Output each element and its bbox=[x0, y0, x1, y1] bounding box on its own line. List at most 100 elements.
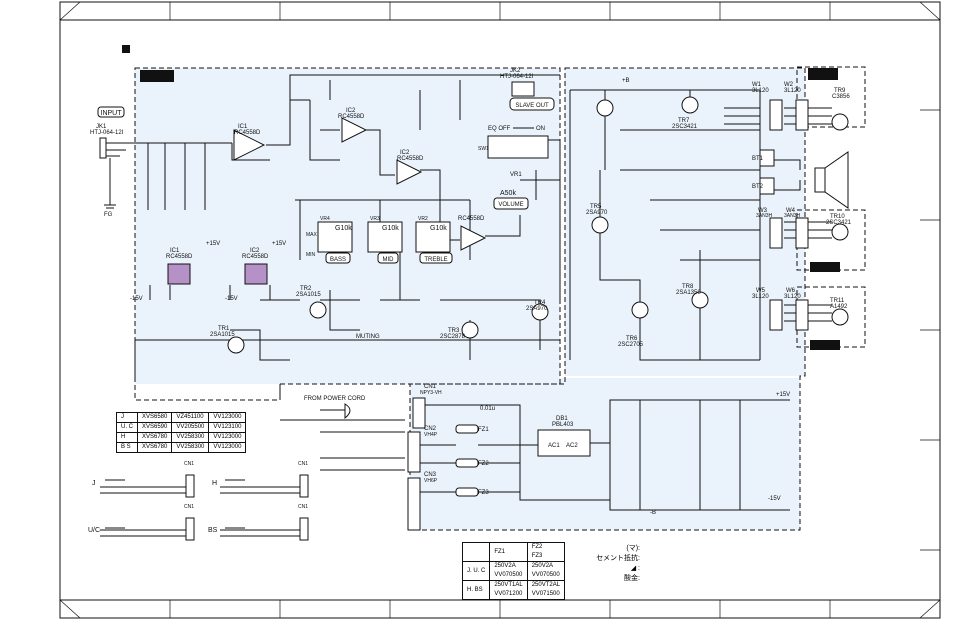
svg-text:FROM POWER CORD: FROM POWER CORD bbox=[304, 396, 366, 402]
svg-text:G10k: G10k bbox=[335, 225, 352, 232]
svg-text:IC2: IC2 bbox=[400, 150, 410, 156]
svg-text:ON: ON bbox=[536, 126, 545, 132]
svg-text:+15V: +15V bbox=[776, 392, 790, 398]
svg-text:A1492: A1492 bbox=[830, 304, 848, 310]
mid-label: MID bbox=[383, 257, 395, 263]
opamp-ic2a: IC2 RC4558D bbox=[338, 108, 368, 143]
svg-text:TR6: TR6 bbox=[626, 336, 638, 342]
input-jack-symbol bbox=[99, 137, 107, 159]
svg-text:2SC2705: 2SC2705 bbox=[618, 342, 644, 348]
svg-text:PBL403: PBL403 bbox=[552, 422, 574, 428]
svg-text:RC4558D: RC4558D bbox=[458, 216, 485, 222]
svg-text:VH4P: VH4P bbox=[424, 432, 438, 438]
svg-text:TR7: TR7 bbox=[678, 118, 690, 124]
opamp-ic1: IC1 RC4558D bbox=[233, 124, 266, 161]
svg-text:+15V: +15V bbox=[272, 241, 286, 247]
svg-text:BT2: BT2 bbox=[752, 184, 764, 190]
eq-switch: EQ OFF ON SW1 bbox=[478, 126, 549, 159]
svg-text:TR9: TR9 bbox=[834, 88, 846, 94]
svg-text:3AN3H: 3AN3H bbox=[756, 213, 773, 219]
svg-text:CN1: CN1 bbox=[184, 461, 194, 467]
svg-text:EQ OFF: EQ OFF bbox=[488, 126, 511, 132]
svg-text:TR2: TR2 bbox=[300, 286, 312, 292]
svg-text:RC4558D: RC4558D bbox=[166, 254, 193, 260]
speaker-icon bbox=[814, 151, 849, 209]
svg-text:FZ3: FZ3 bbox=[478, 490, 489, 496]
opamp-ic3: RC4558D bbox=[458, 216, 487, 251]
svg-text:W5: W5 bbox=[756, 288, 766, 294]
svg-text:TR10: TR10 bbox=[830, 214, 845, 220]
svg-text:3L120: 3L120 bbox=[784, 88, 801, 94]
svg-text:HTJ-064-12I: HTJ-064-12I bbox=[500, 74, 534, 80]
power-supply: FROM POWER CORD CN1 NPY3-VH CN2 VH4P CN3… bbox=[304, 78, 790, 531]
svg-text:+15V: +15V bbox=[206, 241, 220, 247]
svg-text:IC1: IC1 bbox=[170, 248, 180, 254]
svg-text:IC2: IC2 bbox=[250, 248, 260, 254]
svg-text:RC4558D: RC4558D bbox=[338, 114, 365, 120]
board-label-block bbox=[140, 70, 174, 82]
svg-text:W2: W2 bbox=[784, 82, 794, 88]
table-row: H. BS 250VT1AL VV071200 250VT2AL VV07150… bbox=[461, 580, 566, 600]
tone-controls: VR4 VR3 VR2 G10k G10k G10k BASS MID TREB… bbox=[306, 216, 453, 264]
svg-text:RC4558D: RC4558D bbox=[397, 156, 424, 162]
svg-text:J: J bbox=[92, 480, 96, 487]
power-wiring bbox=[279, 384, 790, 511]
jk1-label: JK1 bbox=[96, 124, 107, 130]
svg-text:2SA970: 2SA970 bbox=[586, 210, 608, 216]
svg-text:TR3: TR3 bbox=[448, 328, 460, 334]
svg-text:VR3: VR3 bbox=[370, 216, 380, 222]
opamp-ic2b: IC2 RC4558D bbox=[396, 150, 424, 185]
svg-text:3AN3H: 3AN3H bbox=[784, 213, 801, 219]
svg-text:3L120: 3L120 bbox=[752, 294, 769, 300]
svg-text:+B: +B bbox=[622, 78, 630, 84]
input-label-box bbox=[97, 106, 125, 118]
svg-text:G10k: G10k bbox=[382, 225, 399, 232]
svg-text:IC1: IC1 bbox=[238, 124, 248, 130]
table-row: FZ1 FZ2 FZ3 bbox=[461, 542, 566, 562]
svg-text:FG: FG bbox=[104, 212, 113, 218]
svg-text:CN1: CN1 bbox=[424, 384, 437, 390]
svg-text:W1: W1 bbox=[752, 82, 762, 88]
svg-text:A50k: A50k bbox=[500, 190, 516, 197]
svg-text:2SC3421: 2SC3421 bbox=[826, 220, 852, 226]
svg-text:VH6P: VH6P bbox=[424, 478, 438, 484]
svg-text:G10k: G10k bbox=[430, 225, 447, 232]
svg-text:3L120: 3L120 bbox=[784, 294, 801, 300]
svg-text:FZ2: FZ2 bbox=[478, 461, 489, 467]
svg-text:2SA1358: 2SA1358 bbox=[676, 290, 701, 296]
table-row: U. C XVS6590 VV205500 VV123100 bbox=[116, 422, 247, 433]
table-row: H XVS6780 VV258300 VV123000 bbox=[116, 432, 247, 443]
svg-text:W6: W6 bbox=[786, 288, 796, 294]
svg-text:-B: -B bbox=[650, 510, 656, 516]
table-row: B S XVS6780 VV258300 VV123000 bbox=[116, 442, 247, 453]
svg-text:CN3: CN3 bbox=[424, 472, 437, 478]
ic1-power-block: IC1 RC4558D bbox=[166, 248, 193, 285]
svg-text:CN1: CN1 bbox=[298, 461, 308, 467]
frame-ticks bbox=[59, 1, 941, 619]
svg-text:IC2: IC2 bbox=[346, 108, 356, 114]
svg-text:JK2: JK2 bbox=[510, 68, 521, 74]
svg-text:-15V: -15V bbox=[225, 296, 238, 302]
svg-text:W4: W4 bbox=[786, 208, 796, 214]
table-row: J. U. C 250V2A VV070500 250V2A VV070500 bbox=[461, 561, 566, 581]
svg-text:VOLUME: VOLUME bbox=[498, 202, 523, 208]
svg-text:TR4: TR4 bbox=[534, 300, 546, 306]
preamp-wiring bbox=[126, 74, 561, 380]
muting-label: MUTING bbox=[356, 334, 380, 340]
svg-text:TR5: TR5 bbox=[590, 204, 602, 210]
svg-text:BS: BS bbox=[208, 527, 218, 534]
svg-text:VR4: VR4 bbox=[320, 216, 330, 222]
svg-text:2SA1015: 2SA1015 bbox=[296, 292, 321, 298]
svg-text:CN1: CN1 bbox=[298, 504, 308, 510]
output-connectors: W1 3L120 W2 3L120 W3 3AN3H W4 3AN3H W5 3… bbox=[752, 82, 809, 331]
svg-text:CN1: CN1 bbox=[184, 504, 194, 510]
variant-table: J XVS6580 VZ451100 VV123000 U. C XVS6590… bbox=[116, 412, 247, 453]
svg-text:BT1: BT1 bbox=[752, 156, 764, 162]
jk1-part: HTJ-064-12I bbox=[90, 130, 124, 136]
svg-text:SW1: SW1 bbox=[478, 146, 489, 152]
table-row: J XVS6580 VZ451100 VV123000 bbox=[116, 412, 247, 423]
svg-text:2SC2878: 2SC2878 bbox=[440, 334, 466, 340]
svg-text:TR11: TR11 bbox=[830, 298, 845, 304]
svg-text:TR1: TR1 bbox=[218, 326, 230, 332]
